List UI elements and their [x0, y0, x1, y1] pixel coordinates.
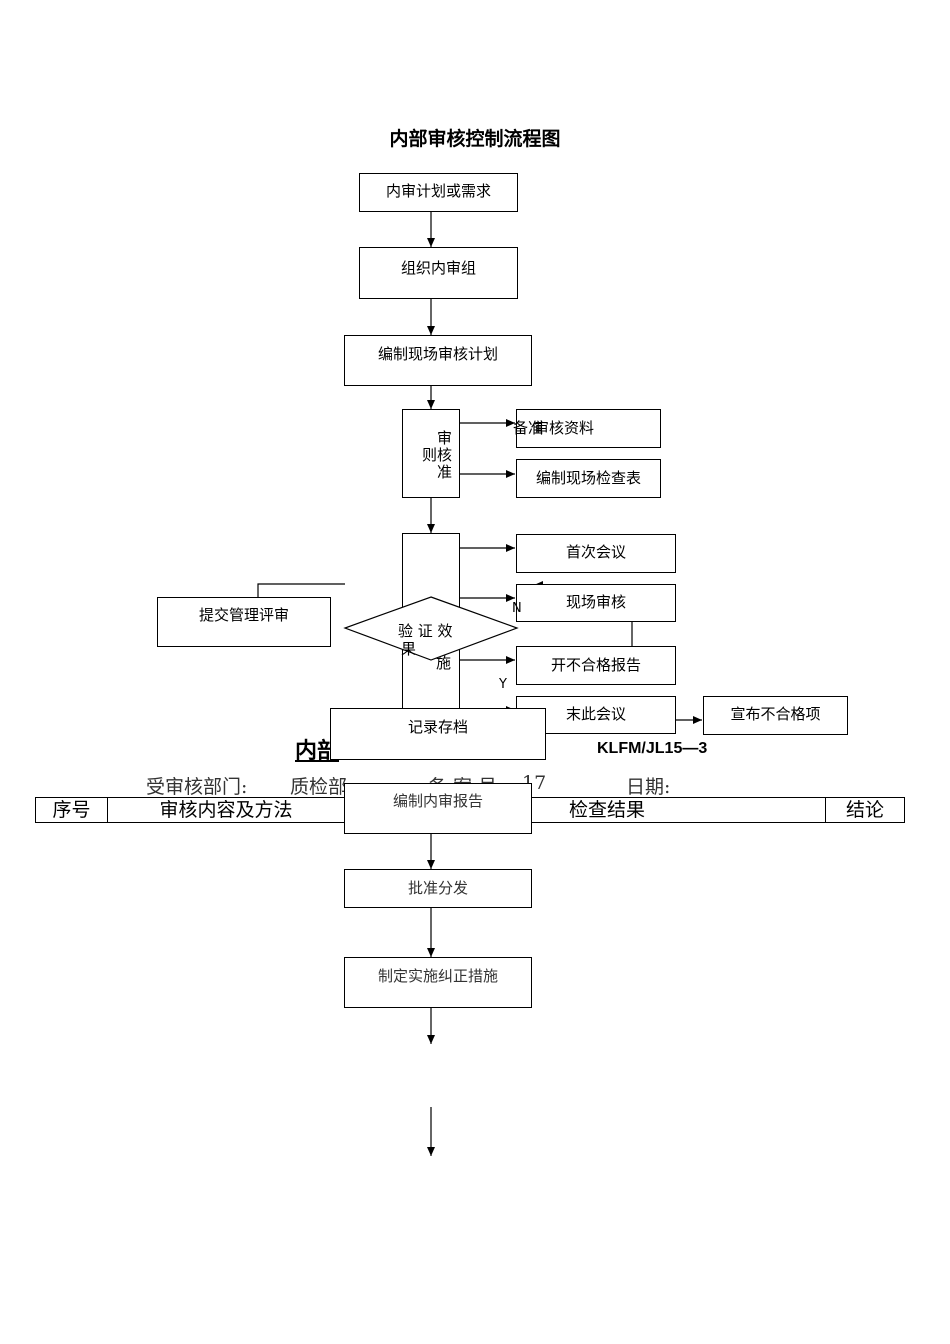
node-approve-distribute-label: 批准分发: [407, 879, 468, 897]
node-onsite-audit-label: 现场审核: [565, 593, 626, 611]
label-yes: Y: [499, 677, 507, 692]
criteria-line-3: 准: [436, 463, 452, 481]
node-management-review: 提交管理评审: [157, 597, 331, 647]
table-header-index: 序号: [35, 797, 108, 823]
node-record-archive: 记录存档: [330, 708, 546, 760]
node-audit-criteria: 审 则核 准: [402, 409, 460, 498]
doc-dept-value: 质检部: [290, 776, 348, 798]
node-audit-plan-label: 内审计划或需求: [385, 182, 491, 200]
table-header-content: 审核内容及方法: [107, 797, 345, 823]
node-opening-meeting-label: 首次会议: [565, 543, 626, 561]
node-audit-materials: 备 准 审核资料: [513, 409, 661, 448]
node-audit-plan: 内审计划或需求: [359, 173, 518, 212]
diamond-label-2: 果: [401, 640, 417, 658]
overlap-bei: 备: [513, 419, 529, 437]
node-corrective-action: 制定实施纠正措施: [344, 957, 532, 1008]
doc-dept-label: 受审核部门:: [146, 776, 248, 798]
node-record-archive-label: 记录存档: [407, 718, 468, 736]
node-approve-distribute: 批准分发: [344, 869, 532, 908]
node-onsite-plan-label: 编制现场审核计划: [377, 345, 498, 363]
submit-line: [257, 583, 345, 597]
node-audit-report-label: 编制内审报告: [392, 792, 483, 810]
doc-date-label: 日期:: [626, 776, 671, 798]
label-no: N: [512, 601, 522, 616]
node-nonconformity-report-label: 开不合格报告: [550, 656, 641, 674]
overlap-zhun: 准: [528, 419, 544, 437]
node-audit-materials-label: 备 准 审核资料: [513, 417, 660, 438]
criteria-line-1: 审: [436, 429, 452, 447]
implementation-shi: 施: [436, 654, 452, 672]
flow-title: 内部审核控制流程图: [389, 128, 561, 150]
node-checklist: 编制现场检查表: [516, 459, 661, 498]
node-announce-nonconformity: 宣布不合格项: [703, 696, 848, 735]
node-closing-meeting-label: 末此会议: [565, 705, 626, 723]
doc-code: KLFM/JL15—3: [597, 740, 708, 757]
table-header-conclusion: 结论: [825, 797, 905, 823]
node-checklist-label: 编制现场检查表: [535, 469, 641, 487]
node-announce-nonconformity-label: 宣布不合格项: [730, 705, 821, 723]
node-management-review-label: 提交管理评审: [198, 606, 289, 624]
node-organize-team: 组织内审组: [359, 247, 518, 299]
node-audit-report: 编制内审报告: [344, 783, 532, 834]
node-onsite-plan: 编制现场审核计划: [344, 335, 532, 386]
diamond-label-1: 验 证 效: [398, 622, 453, 640]
node-nonconformity-report: 开不合格报告: [516, 646, 676, 685]
node-onsite-audit: 现场审核: [516, 584, 676, 622]
node-opening-meeting: 首次会议: [516, 534, 676, 573]
materials-text: 审核资料: [534, 419, 595, 437]
node-corrective-action-label: 制定实施纠正措施: [377, 967, 498, 985]
criteria-line-2: 则核: [421, 446, 452, 464]
node-organize-team-label: 组织内审组: [400, 259, 476, 277]
